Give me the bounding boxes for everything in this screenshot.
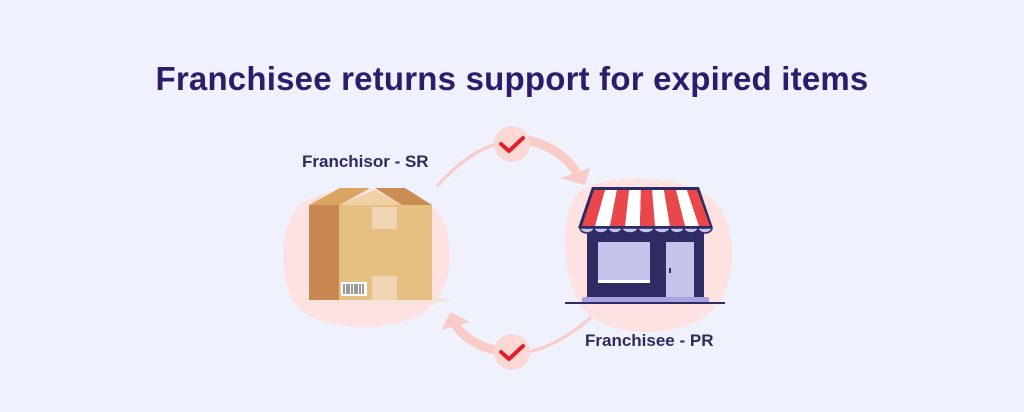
- return-arrow: [450, 316, 592, 355]
- check-icon: [499, 344, 525, 361]
- franchisor-label: Franchisor - SR: [302, 152, 429, 171]
- check-icon: [499, 136, 525, 153]
- forward-arrowhead: [560, 168, 590, 185]
- franchisee-label: Franchisee - PR: [585, 331, 714, 350]
- cardboard-box-icon: [294, 188, 450, 304]
- page-title: Franchisee returns support for expired i…: [155, 60, 869, 97]
- return-arrowhead: [442, 312, 470, 330]
- storefront-icon: [565, 187, 725, 304]
- check-badge-bottom: [494, 334, 530, 370]
- check-badge-top: [494, 126, 530, 162]
